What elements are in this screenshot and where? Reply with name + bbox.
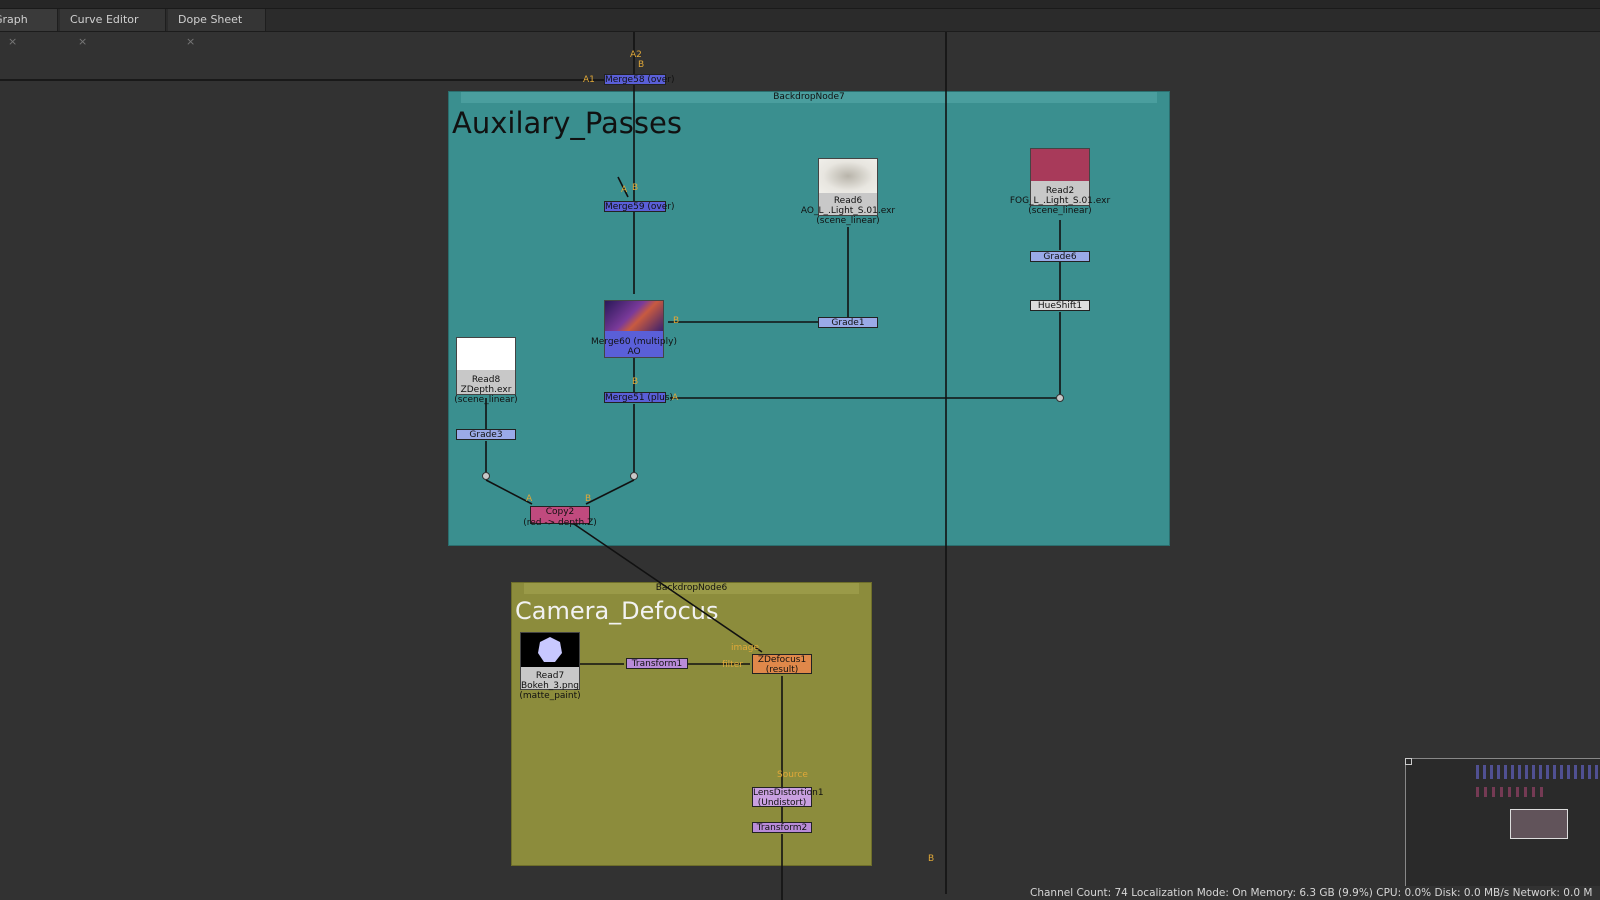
tab-curve-editor-label: Curve Editor — [70, 13, 139, 26]
node-label: Merge60 (multiply) — [591, 337, 677, 347]
navigator-minimap[interactable] — [1405, 758, 1600, 886]
close-icon[interactable]: × — [78, 35, 88, 48]
tab-bar: Graph × Curve Editor × Dope Sheet × — [0, 9, 1600, 48]
node-colorspace: (matte_paint) — [519, 691, 581, 701]
backdrop-header: BackdropNode6 — [524, 583, 859, 594]
input-label-b: B — [632, 183, 639, 193]
thumbnail — [1031, 149, 1089, 181]
input-label-a: A — [672, 393, 679, 403]
close-icon[interactable]: × — [186, 35, 196, 48]
node-label: Read8 — [471, 375, 501, 385]
connection-lines — [0, 32, 1061, 900]
backdrop-camera-defocus[interactable]: BackdropNode6 Camera_Defocus — [511, 582, 872, 866]
close-icon[interactable]: × — [8, 35, 18, 48]
input-label-image: image — [731, 643, 760, 653]
input-label-source: Source — [777, 770, 808, 780]
node-colorspace: (scene_linear) — [1028, 206, 1092, 216]
status-localization: Localization Mode: On — [1131, 887, 1248, 899]
minimap-nodes — [1476, 765, 1600, 779]
node-read6[interactable]: Read6 AO_L_.Light_S.01.exr (scene_linear… — [801, 158, 895, 226]
input-label-b: B — [673, 316, 680, 326]
node-merge58[interactable]: Merge58 (over) — [604, 74, 675, 85]
node-lensdistortion1[interactable]: LensDistortion1 (Undistort) — [752, 787, 824, 808]
node-transform1[interactable]: Transform1 — [626, 658, 688, 669]
node-graph[interactable]: BackdropNode7 Auxilary_Passes BackdropNo… — [0, 32, 1600, 900]
input-label-b: B — [632, 377, 639, 387]
dot-node[interactable] — [1056, 394, 1064, 402]
dot-node[interactable] — [482, 472, 490, 480]
node-zdefocus1[interactable]: ZDefocus1 (result) — [752, 654, 812, 675]
node-sublabel: AO — [627, 347, 641, 357]
node-read7[interactable]: Read7 Bokeh_3.png (matte_paint) — [519, 632, 581, 701]
status-channel-count: Channel Count: 74 — [1030, 887, 1128, 899]
thumbnail — [457, 338, 515, 370]
node-read8[interactable]: Read8 ZDepth.exr (scene_linear) — [454, 337, 518, 405]
node-grade1[interactable]: Grade1 — [818, 317, 878, 328]
title-strip — [0, 0, 1600, 9]
node-copy2[interactable]: Copy2 — [530, 506, 590, 524]
minimap-viewport[interactable] — [1510, 809, 1568, 839]
dot-node[interactable] — [630, 472, 638, 480]
node-grade3[interactable]: Grade3 — [456, 429, 516, 440]
node-hueshift1[interactable]: HueShift1 — [1030, 300, 1090, 311]
tab-dope-sheet[interactable]: Dope Sheet × — [168, 9, 266, 48]
node-merge51[interactable]: Merge51 (plus) — [604, 392, 674, 403]
status-network: Network: 0.0 M — [1512, 887, 1593, 899]
node-merge60[interactable]: Merge60 (multiply) AO — [591, 300, 677, 358]
node-read2[interactable]: Read2 FOG_L_.Light_S.01.exr (scene_linea… — [1010, 148, 1110, 216]
input-label-b: B — [638, 60, 645, 70]
backdrop-title: Camera_Defocus — [515, 597, 719, 625]
node-label: Copy2 — [545, 507, 575, 517]
tab-curve-editor[interactable]: Curve Editor × — [60, 9, 166, 48]
input-label-b: B — [928, 854, 935, 864]
input-label-a: A — [526, 494, 533, 504]
tab-graph-label: Graph — [0, 13, 28, 26]
node-sublabel: (Undistort) — [757, 798, 807, 808]
node-file: Bokeh_3.png — [520, 681, 580, 691]
node-transform2[interactable]: Transform2 — [752, 822, 812, 833]
backdrop-header: BackdropNode7 — [461, 92, 1157, 103]
input-label-a1: A1 — [583, 75, 595, 85]
backdrop-title: Auxilary_Passes — [452, 106, 682, 140]
tab-graph[interactable]: Graph × — [0, 9, 58, 48]
status-memory: Memory: 6.3 GB (9.9%) — [1250, 887, 1373, 899]
node-label: Read2 — [1045, 186, 1075, 196]
node-label: LensDistortion1 — [753, 788, 824, 798]
node-colorspace: (scene_linear) — [454, 395, 518, 405]
tab-dope-sheet-label: Dope Sheet — [178, 13, 243, 26]
status-bar: Channel Count: 74 Localization Mode: On … — [1030, 886, 1600, 900]
node-grade6[interactable]: Grade6 — [1030, 251, 1090, 262]
status-disk: Disk: 0.0 MB/s — [1434, 887, 1510, 899]
input-label-b: B — [585, 494, 592, 504]
input-label-a2: A2 — [630, 50, 642, 60]
status-cpu: CPU: 0.0% — [1376, 887, 1432, 899]
node-sublabel: (result) — [765, 665, 799, 675]
node-label: ZDefocus1 — [757, 655, 807, 665]
node-file: ZDepth.exr — [460, 385, 512, 395]
bokeh-shape-icon — [538, 637, 562, 662]
minimap-nodes — [1476, 787, 1546, 797]
node-colorspace: (scene_linear) — [816, 216, 880, 226]
node-label: Read7 — [535, 671, 565, 681]
thumbnail — [605, 301, 663, 331]
node-sublabel: (red -> depth.Z) — [523, 518, 597, 528]
node-file: AO_L_.Light_S.01.exr — [800, 206, 896, 216]
minimap-handle-icon[interactable] — [1405, 758, 1412, 765]
node-merge59[interactable]: Merge59 (over) — [604, 201, 675, 212]
node-file: FOG_L_.Light_S.01.exr — [1009, 196, 1111, 206]
input-label-filter: filter — [722, 660, 743, 670]
node-label: Read6 — [833, 196, 863, 206]
thumbnail — [819, 159, 877, 193]
input-label-a: A — [621, 185, 628, 195]
